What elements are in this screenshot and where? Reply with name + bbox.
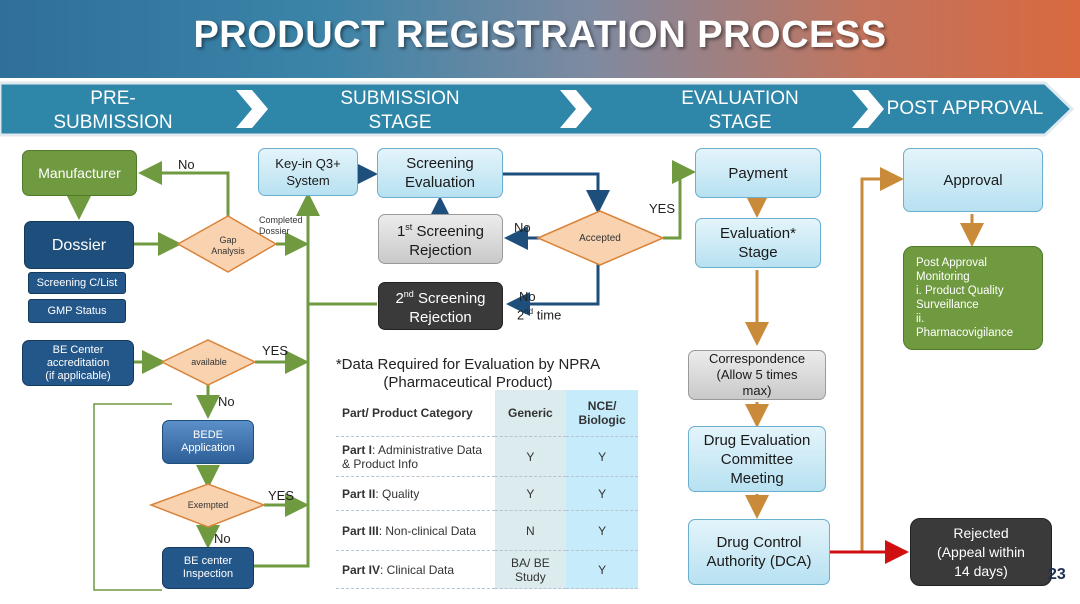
chevron-icon [560,90,592,128]
dossier-box: Dossier [24,221,134,269]
yes-label: YES [268,488,295,503]
no-label: No [178,157,195,172]
exempted-label: Exempted [187,500,229,510]
second-time-label: 2nd time [517,307,562,323]
table-cell: Y [566,476,638,511]
page-number: 23 [1048,566,1066,583]
payment-box: Payment [695,148,821,198]
available-diamond [160,339,257,386]
accepted-label: Accepted [579,233,621,244]
table-cell: N [494,510,567,551]
table-cell: Y [566,436,638,477]
header-banner [0,0,1080,78]
table-header: Generic [494,390,567,437]
table-cell: Part I: Administrative Data & Product In… [336,436,495,477]
gmp-status-box: GMP Status [28,299,126,323]
table-row: Part IV: Clinical Data BA/ BE Study Y [336,550,638,589]
approval-box: Approval [903,148,1043,212]
table-cell: Y [494,436,567,477]
manufacturer-box: Manufacturer [22,150,137,196]
table-cell: Part IV: Clinical Data [336,550,495,589]
available-label: available [191,357,227,367]
no-label: No [514,220,531,235]
stage-pre-submission: PRE-SUBMISSION [53,88,173,133]
page-title: PRODUCT REGISTRATION PROCESS [193,14,887,56]
table-row: Part II: Quality Y Y [336,476,638,511]
chevron-icon [852,90,884,128]
exempted-diamond [148,483,267,528]
no-label: No [218,394,235,409]
screening-clist-box: Screening C/List [28,272,126,294]
table-row: Part I: Administrative Data & Product In… [336,436,638,477]
stage-post-approval: POST APPROVAL [886,98,1044,119]
table-cell: Y [566,510,638,551]
table-row: Part III: Non-clinical Data N Y [336,510,638,551]
gap-analysis-diamond [176,215,278,273]
stage-band [0,81,1075,137]
yes-label: YES [262,343,289,358]
table-cell: Part III: Non-clinical Data [336,510,495,551]
key-in-system-box: Key-in Q3+System [258,148,358,196]
table-header-row: Part/ Product Category Generic NCE/ Biol… [336,390,638,437]
first-screening-rejection-box: 1st Screening Rejection [378,214,503,264]
table-cell: Y [494,476,567,511]
table-title: *Data Required for Evaluation by NPRA (P… [335,356,601,391]
requirements-table: Part/ Product Category Generic NCE/ Biol… [336,390,638,589]
chevron-icon [236,90,268,128]
no-label: No [214,531,231,546]
table-header: Part/ Product Category [336,390,495,437]
no-label: No [519,289,536,304]
accepted-diamond [536,210,665,266]
second-screening-rejection-box: 2nd Screening Rejection [378,282,503,330]
table-header: NCE/ Biologic [566,390,638,437]
table-cell: Part II: Quality [336,476,495,511]
evaluation-stage-box: Evaluation*Stage [695,218,821,268]
table-cell: BA/ BE Study [494,550,567,589]
table-cell: Y [566,550,638,589]
yes-label: YES [649,201,676,216]
